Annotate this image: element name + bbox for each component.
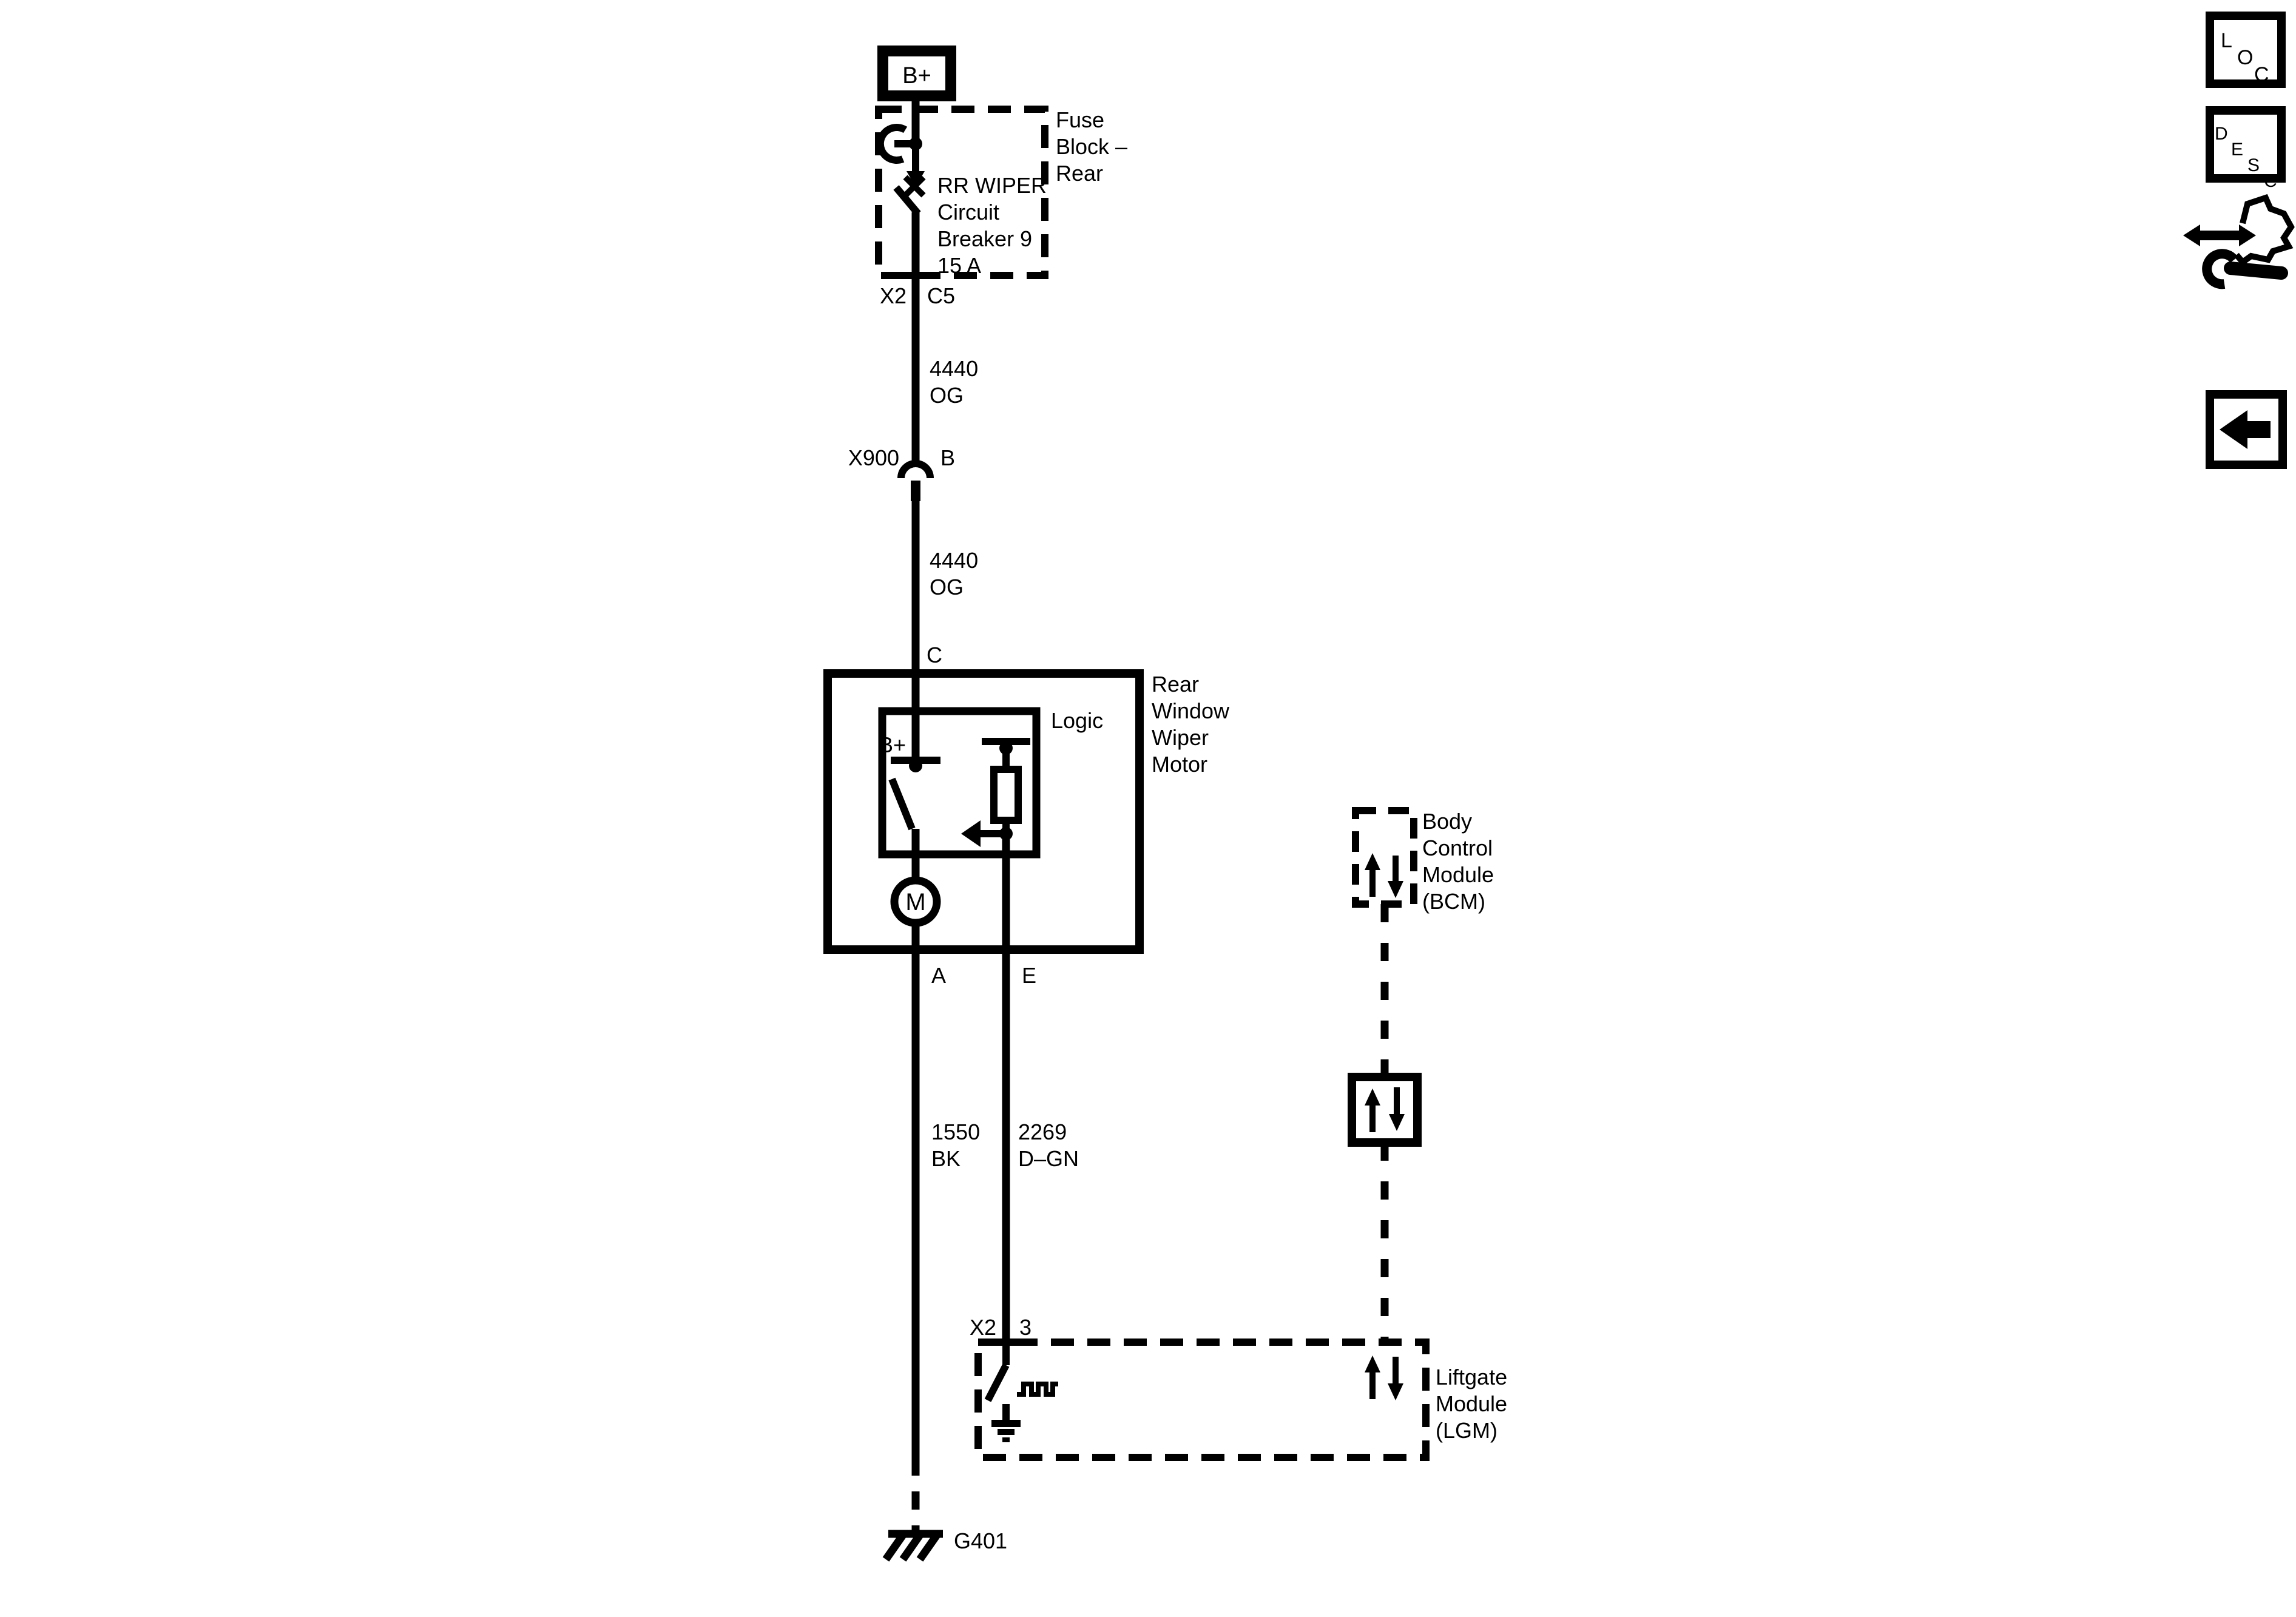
wire-4440-lower-circuit: 4440 bbox=[930, 548, 978, 573]
liftgate-module: X2 3 Liftgate Module (LGM) bbox=[970, 1315, 1507, 1461]
fuse-block-name-line3: Rear bbox=[1056, 161, 1103, 186]
bcm-dashed-outline bbox=[1352, 807, 1417, 908]
connector-socket-icon bbox=[897, 460, 934, 479]
fuse-block-dashed-outline bbox=[875, 106, 1048, 279]
ground-path: 1550 BK G401 bbox=[882, 923, 1007, 1562]
serial-data-arrows-icon bbox=[1365, 1087, 1405, 1132]
body-control-module: Body Control Module (BCM) bbox=[1352, 807, 1494, 914]
motor-bplus-label: B+ bbox=[879, 732, 906, 757]
bcm-name-line1: Body bbox=[1422, 809, 1472, 834]
wire-4440-upper-color: OG bbox=[930, 383, 964, 408]
wiper-motor-outline bbox=[823, 669, 1144, 954]
back-arrow-icon bbox=[2220, 410, 2247, 449]
loc-letter-3: C bbox=[2254, 63, 2269, 86]
wire-2269-color: D–GN bbox=[1018, 1146, 1079, 1171]
bcm-name-line2: Control bbox=[1422, 836, 1493, 860]
loc-letter-2: O bbox=[2237, 46, 2253, 69]
serial-data-gateway bbox=[1348, 1073, 1422, 1147]
back-arrow-button[interactable] bbox=[2206, 390, 2287, 469]
wiper-motor-name-line1: Rear bbox=[1152, 672, 1199, 697]
wire-1550-circuit: 1550 bbox=[931, 1119, 980, 1144]
desc-letter-2: E bbox=[2231, 140, 2243, 160]
breaker-name-line2: Circuit bbox=[937, 200, 999, 224]
breaker-blade bbox=[893, 185, 921, 216]
wiper-motor-name-line3: Wiper bbox=[1152, 725, 1209, 750]
part-outline-icon bbox=[2234, 194, 2295, 266]
switch-contact-dot bbox=[909, 759, 922, 772]
wire-1550-color: BK bbox=[931, 1146, 961, 1171]
ground-g401-label: G401 bbox=[954, 1528, 1007, 1553]
logic-label: Logic bbox=[1051, 708, 1103, 733]
loc-button[interactable]: L O C bbox=[2206, 12, 2286, 88]
parts-tools-button[interactable] bbox=[2183, 194, 2295, 289]
x900-inline-connector: X900 B bbox=[848, 445, 955, 501]
bcm-name-line3: Module bbox=[1422, 862, 1494, 887]
breaker-name-line1: RR WIPER bbox=[937, 173, 1047, 198]
x900-label: X900 bbox=[848, 445, 899, 470]
bcm-name-line4: (BCM) bbox=[1422, 889, 1485, 914]
desc-button[interactable]: D E S C bbox=[2206, 106, 2286, 191]
logic-box-outline bbox=[878, 707, 1041, 859]
rear-window-wiper-motor: Logic B+ M Rear Window Wiper Motor A E bbox=[823, 669, 1230, 988]
lgm-connector-label: X2 bbox=[970, 1315, 996, 1340]
wrench-icon bbox=[2202, 249, 2288, 289]
circuit-breaker-symbol bbox=[876, 124, 926, 216]
resistor-icon bbox=[990, 766, 1022, 824]
x900-pin-label: B bbox=[940, 445, 955, 470]
back-arrow-frame[interactable] bbox=[2206, 390, 2287, 469]
lgm-name-line1: Liftgate bbox=[1436, 1365, 1507, 1389]
wire-4440-lower-color: OG bbox=[930, 575, 964, 599]
feedback-arrowhead bbox=[961, 820, 981, 847]
serial-data-arrows-icon bbox=[1365, 1355, 1403, 1400]
pulse-signal-icon bbox=[1017, 1382, 1058, 1397]
desc-letter-3: S bbox=[2247, 155, 2260, 175]
breaker-arrowhead bbox=[907, 171, 925, 187]
desc-button-frame[interactable] bbox=[2206, 106, 2286, 183]
serial-data-arrows-icon bbox=[1365, 853, 1403, 898]
breaker-hook-icon bbox=[876, 124, 908, 164]
wiper-motor-name-line4: Motor bbox=[1152, 752, 1207, 777]
earth-ground-icon bbox=[991, 1420, 1021, 1442]
lgm-output-driver bbox=[984, 1342, 1058, 1442]
lgm-pin-label: 3 bbox=[1019, 1315, 1032, 1340]
lgm-dashed-outline bbox=[974, 1338, 1430, 1461]
lgm-name-line2: Module bbox=[1436, 1391, 1507, 1416]
driver-switch-blade bbox=[984, 1363, 1010, 1402]
loc-button-frame[interactable] bbox=[2206, 12, 2286, 88]
desc-letter-1: D bbox=[2215, 124, 2228, 144]
wiper-motor-name-line2: Window bbox=[1152, 698, 1230, 723]
motor-internal-switch bbox=[888, 757, 940, 831]
chassis-ground-icon bbox=[882, 1530, 943, 1562]
fuse-block-pin-label: C5 bbox=[927, 283, 955, 308]
motor-letter: M bbox=[905, 889, 925, 916]
terminal-e-label: E bbox=[1022, 963, 1036, 988]
breaker-name-line4: 15 A bbox=[937, 253, 981, 278]
terminal-a-label: A bbox=[931, 963, 946, 988]
switch-blade bbox=[888, 777, 916, 831]
fuse-block-rear: Fuse Block – Rear RR WIPER Circuit Break… bbox=[875, 106, 1127, 308]
terminal-c-label: C bbox=[927, 643, 942, 667]
desc-letter-4: C bbox=[2264, 171, 2277, 191]
loc-letter-1: L bbox=[2221, 29, 2232, 52]
fuse-block-name-line1: Fuse bbox=[1056, 107, 1104, 132]
connector-pin-icon bbox=[911, 481, 920, 501]
gateway-box-outline bbox=[1348, 1073, 1422, 1147]
motor-internal-resistor bbox=[961, 738, 1030, 847]
breaker-name-line3: Breaker 9 bbox=[937, 226, 1032, 251]
battery-feed: B+ bbox=[877, 46, 956, 144]
fuse-block-name-line2: Block – bbox=[1056, 134, 1127, 159]
b-plus-label: B+ bbox=[902, 63, 931, 89]
wire-4440-upper-circuit: 4440 bbox=[930, 356, 978, 381]
lgm-name-line3: (LGM) bbox=[1436, 1418, 1497, 1443]
fuse-block-connector-label: X2 bbox=[880, 283, 907, 308]
wire-2269-circuit: 2269 bbox=[1018, 1119, 1067, 1144]
